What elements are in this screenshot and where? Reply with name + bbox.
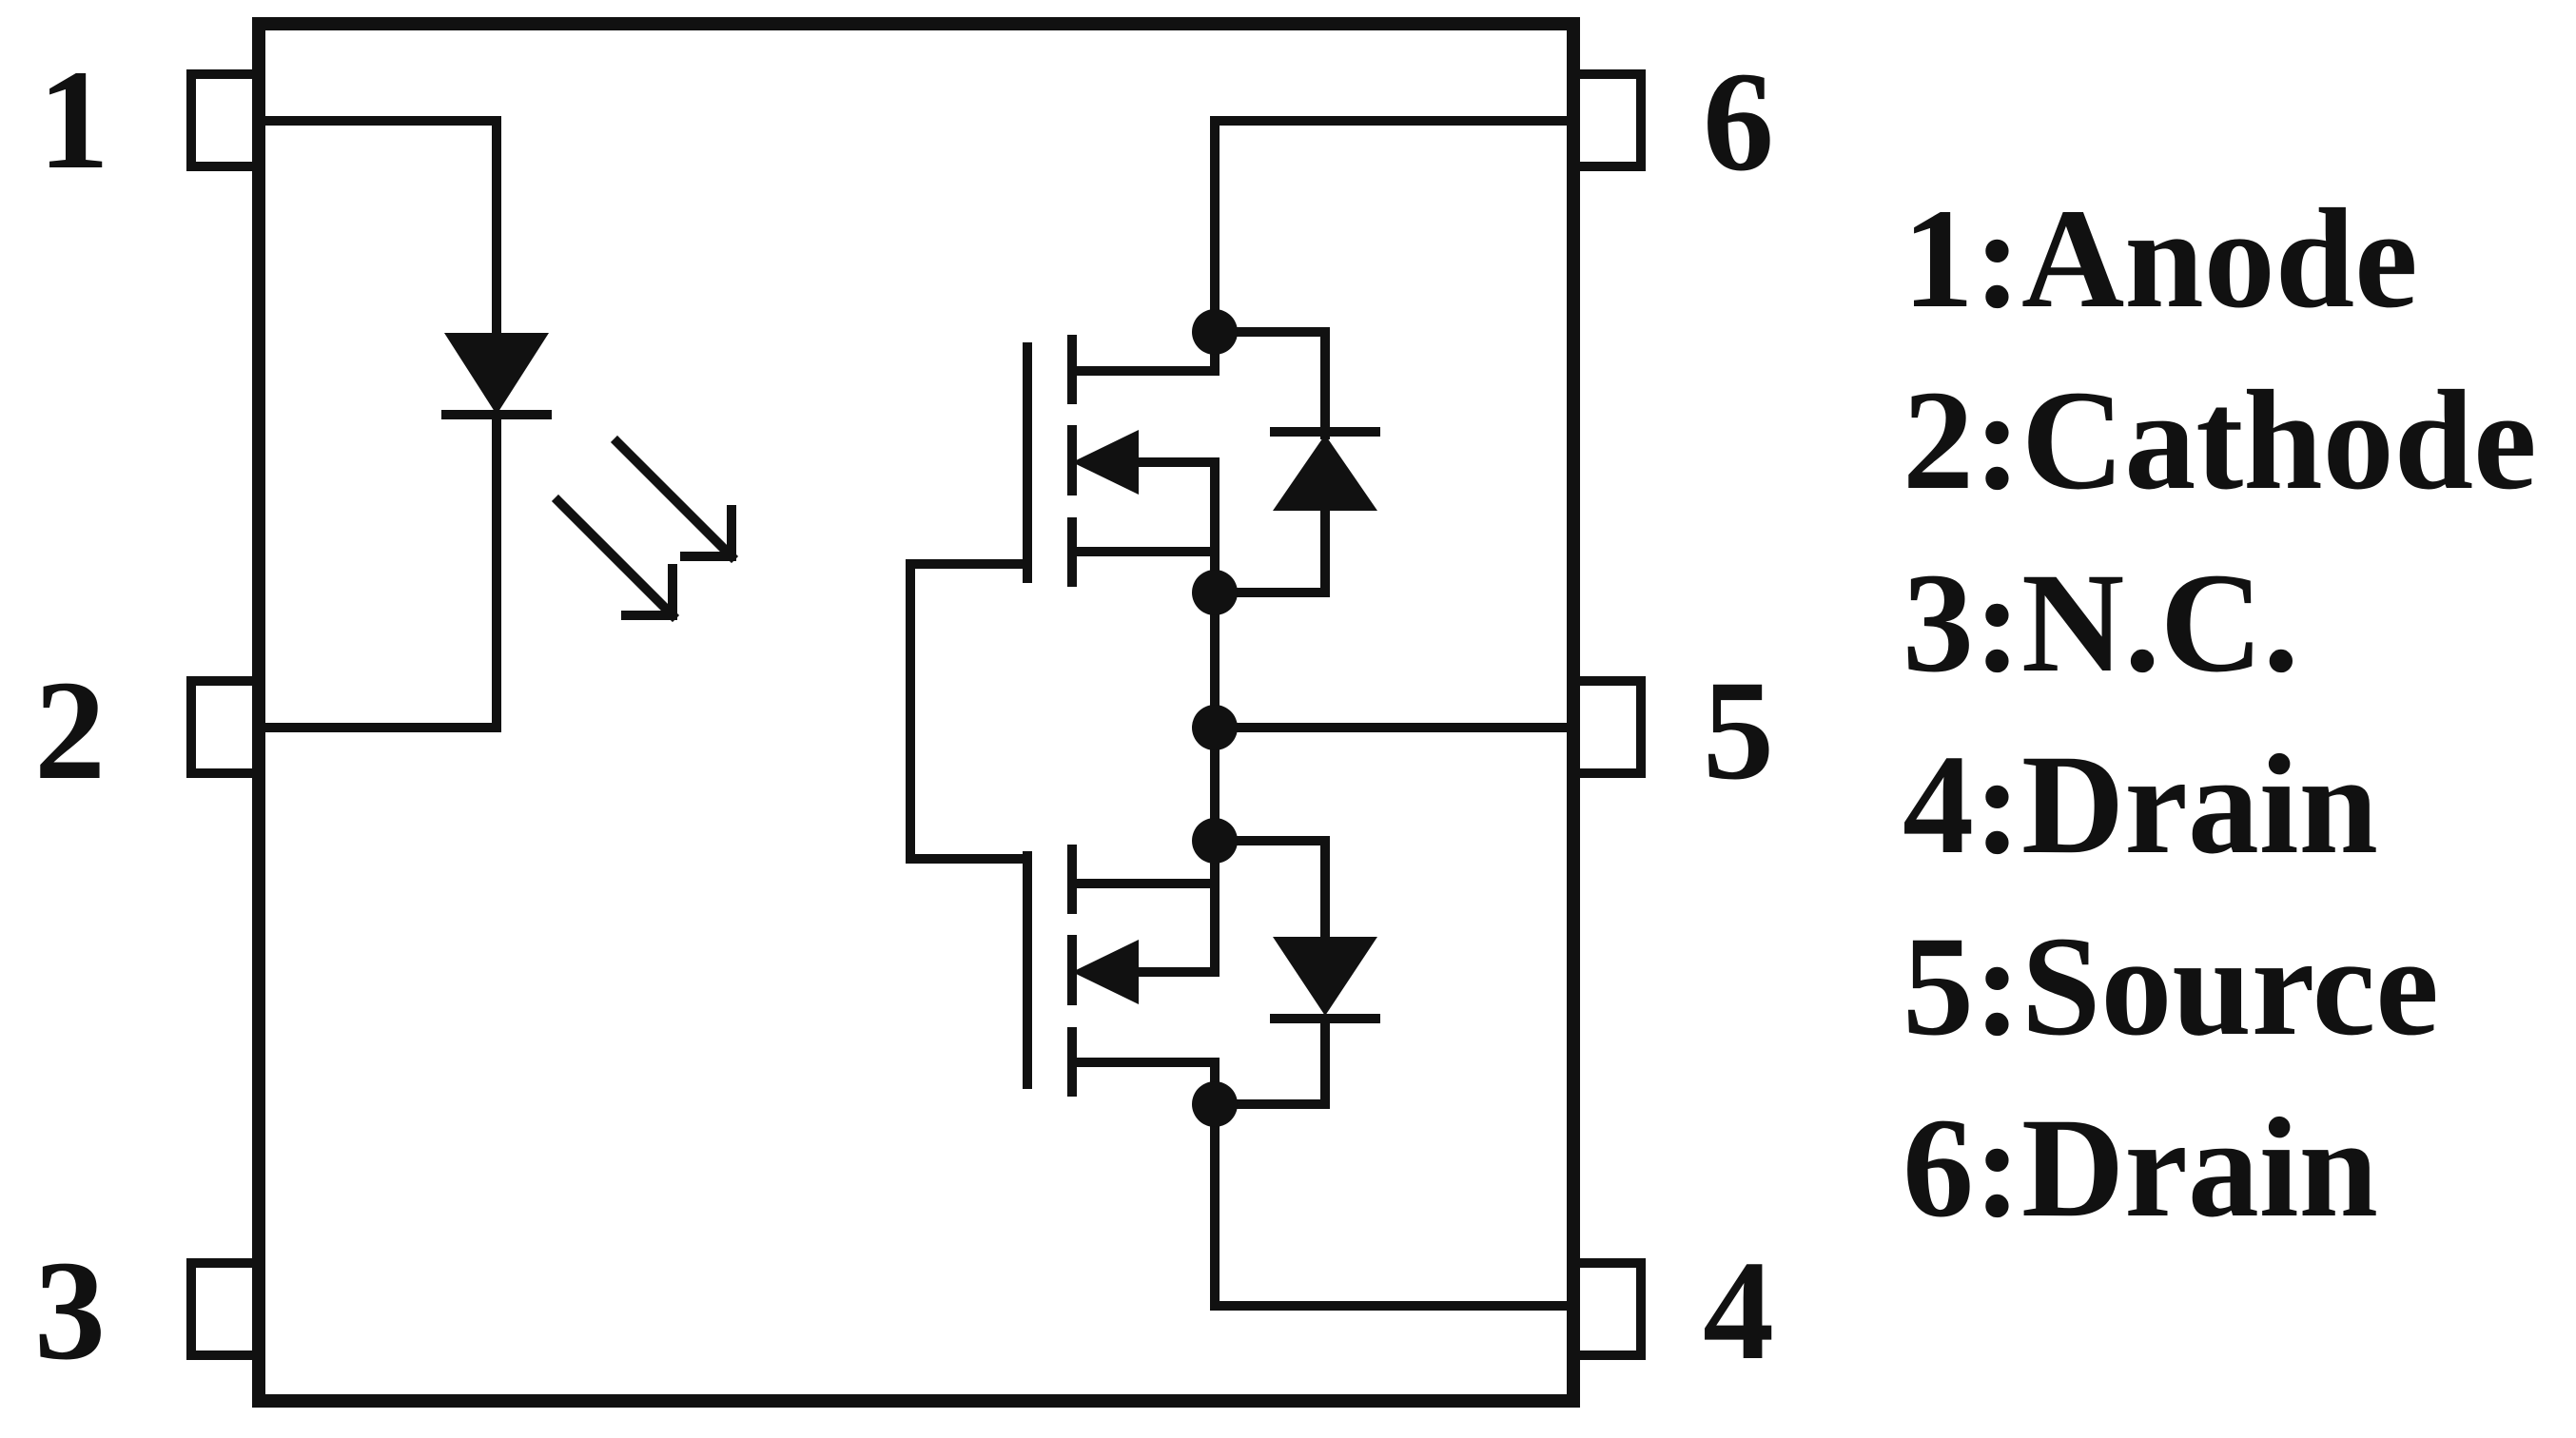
pin-6-number: 6 [1703, 43, 1774, 201]
legend-item-6: 6:Drain [1903, 1089, 2378, 1247]
upper-mosfet [1023, 116, 1578, 732]
junction-dot [1192, 1081, 1238, 1127]
lower-mosfet [1023, 723, 1578, 1311]
pin-2-number: 2 [34, 651, 106, 809]
legend-item-1: 1:Anode [1903, 180, 2418, 338]
pin-2-tab [186, 676, 263, 778]
gate-connection [906, 559, 1028, 864]
pin-5-tab [1569, 676, 1646, 778]
pin-1-tab [186, 69, 263, 171]
pin-legend: 1:Anode 2:Cathode 3:N.C. 4:Drain 5:Sourc… [1903, 180, 2537, 1247]
pin-5-number: 5 [1703, 651, 1774, 809]
legend-item-4: 4:Drain [1903, 726, 2378, 884]
pin-1-number: 1 [38, 41, 109, 199]
light-emission-arrows [551, 435, 739, 623]
pin-4-number: 4 [1703, 1232, 1774, 1389]
upper-body-diode [1210, 327, 1380, 597]
lower-body-diode [1210, 836, 1380, 1109]
junction-dot [1192, 818, 1238, 864]
pin-3-number: 3 [34, 1232, 106, 1389]
pin-6-tab [1569, 69, 1646, 171]
junction-dot [1192, 570, 1238, 615]
legend-item-3: 3:N.C. [1903, 544, 2299, 702]
pin-4-tab [1569, 1258, 1646, 1360]
junction-dot [1192, 705, 1238, 750]
package-outline [252, 17, 1580, 1408]
input-led [254, 116, 552, 732]
pin-3-tab [186, 1258, 263, 1360]
legend-item-5: 5:Source [1903, 907, 2439, 1065]
junction-dot [1192, 309, 1238, 355]
legend-item-2: 2:Cathode [1903, 361, 2537, 519]
